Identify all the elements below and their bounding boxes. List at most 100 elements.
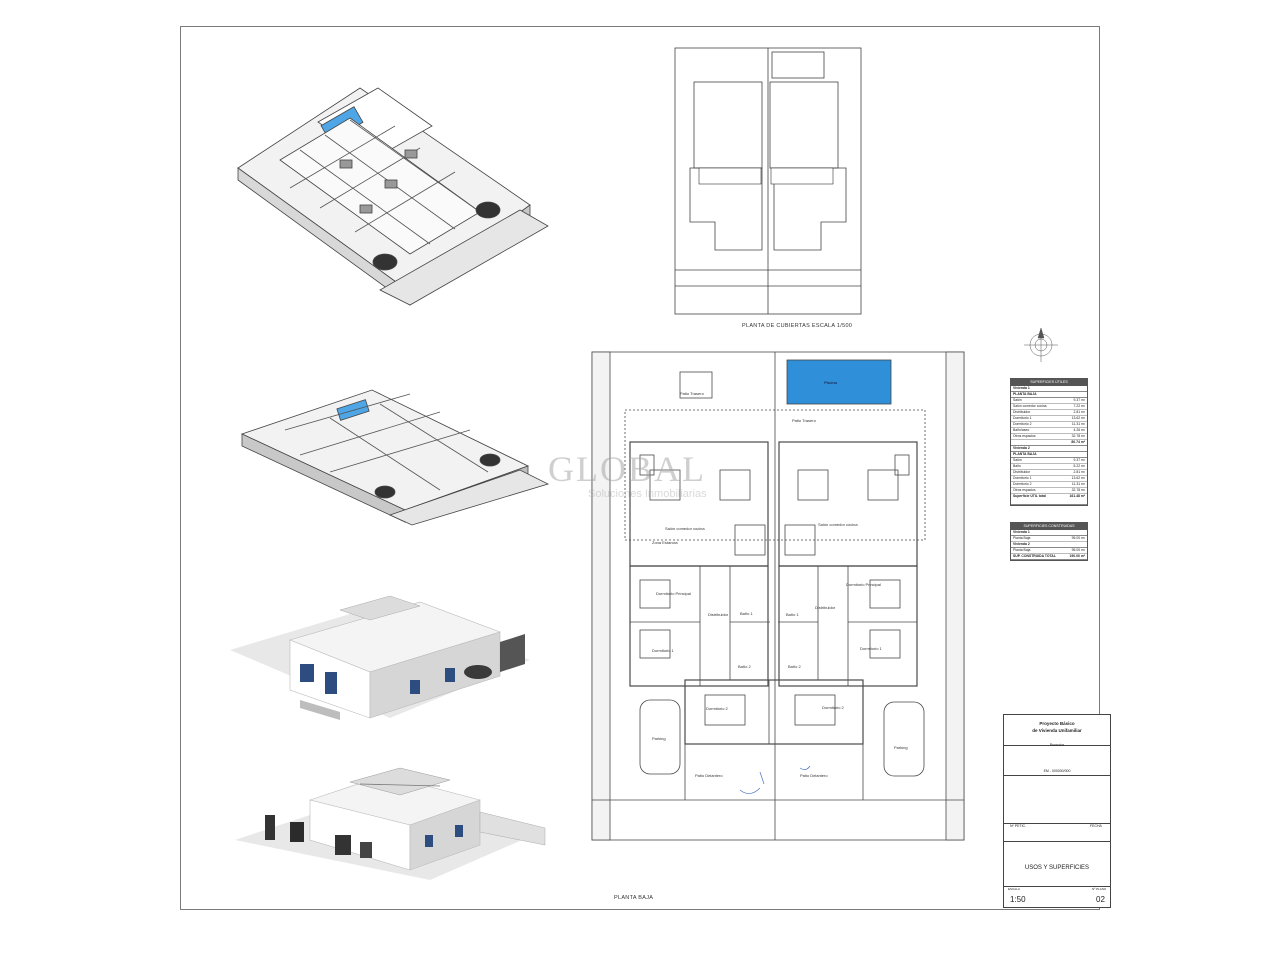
date-label: FECHA (1090, 824, 1102, 828)
room-label: Baño 2 (788, 664, 801, 669)
table-row: PLANTA BAJA (1011, 392, 1087, 398)
area-value: 32.78 m² (1071, 488, 1085, 492)
room-label: Baño 1 (740, 611, 753, 616)
area-value: 2.81 m² (1073, 410, 1086, 414)
room-label: Dormitorio 2 (822, 705, 844, 710)
room-label: Salón comedor cocina (665, 526, 705, 531)
room-label: Distribuidor (815, 605, 836, 610)
room-label: Salón comedor cocina (818, 522, 858, 527)
roof-plan-caption: PLANTA DE CUBIERTAS ESCALA 1/500 (742, 323, 853, 329)
area-value: 4.26 m² (1073, 428, 1086, 432)
area-value: 9.37 m² (1073, 398, 1086, 402)
area-value: 13.62 m² (1071, 476, 1085, 480)
room-label: Patio Delantero (695, 773, 723, 778)
room-label: Piscina (824, 380, 837, 385)
promotor-label: Promotor (1049, 743, 1065, 747)
room-label: Patio Trasero (792, 418, 816, 423)
table-row: Vivienda 2 (1011, 542, 1087, 548)
roof-plan (674, 47, 862, 315)
sheet-number-label: Nº PETIC. (1010, 824, 1027, 828)
area-name: Dormitorio 1 (1013, 416, 1032, 420)
table-row: 80.74 m² (1011, 440, 1087, 446)
room-label: Parking (652, 736, 666, 741)
room-label: Zona Estancia (652, 540, 678, 545)
area-name: Dormitorio 2 (1013, 482, 1032, 486)
table-row: Salón comedor cocina 7.22 m² (1011, 404, 1087, 410)
area-value: 11.31 m² (1071, 422, 1085, 426)
sheet-num-label: Nº PLANO (1092, 887, 1107, 891)
area-name: Dormitorio 2 (1013, 422, 1032, 426)
table-title: SUPERFICIES ÚTILES (1011, 379, 1087, 386)
isometric-floorplan-top (237, 87, 549, 306)
table-row: Distribuidor 2.81 m² (1011, 410, 1087, 416)
north-arrow (1024, 327, 1058, 362)
room-label: Distribuidor (708, 612, 729, 617)
room-label: Baño 1 (786, 612, 799, 617)
annotation-marks (739, 765, 811, 794)
table-title: SUPERFICIES CONSTRUIDAS (1011, 523, 1087, 530)
area-name: Distribuidor (1013, 470, 1031, 474)
ground-floor-plan (591, 351, 965, 841)
table-row: Dormitorio 2 11.31 m² (1011, 482, 1087, 488)
table-row: Salón 9.37 m² (1011, 398, 1087, 404)
area-value: 32.78 m² (1071, 434, 1085, 438)
room-label: Patio Trasero (680, 391, 704, 396)
render-house-rear (235, 767, 546, 880)
table-row: Otros espacios 32.78 m² (1011, 434, 1087, 440)
watermark-subtitle: Soluciones Inmobiliarias (588, 488, 707, 500)
isometric-floorplan-middle (240, 389, 550, 526)
reference: EM - 000000/000 (1043, 769, 1071, 773)
room-label: Dormitorio 2 (706, 706, 728, 711)
area-value: 9.37 m² (1073, 458, 1086, 462)
room-label: Dormitorio 1 (652, 648, 674, 653)
useful-areas-table: SUPERFICIES ÚTILES Vivienda 1 PLANTA BAJ… (1010, 378, 1088, 506)
project-subtitle: de Vivienda Unifamiliar (1032, 728, 1082, 733)
roof-solar-strip (698, 167, 834, 185)
area-value: 13.62 m² (1071, 416, 1085, 420)
room-label: Dormitorio Principal (846, 582, 881, 587)
table-row: Dormitorio 1 13.62 m² (1011, 476, 1087, 482)
area-name: Baño (1013, 464, 1021, 468)
sheet-title: USOS Y SUPERFICIES (1024, 865, 1090, 871)
table-row: Baño 5.22 m² (1011, 464, 1087, 470)
table-row: Dormitorio 2 11.31 m² (1011, 422, 1087, 428)
table-row: PLANTA BAJA (1011, 452, 1087, 458)
room-label: Dormitorio 1 (860, 646, 882, 651)
area-name: Salón (1013, 458, 1022, 462)
area-value: 11.31 m² (1071, 482, 1085, 486)
area-value: 5.22 m² (1073, 464, 1086, 468)
area-name: Distribuidor (1013, 410, 1031, 414)
watermark: GLOBAL (548, 449, 706, 489)
table-row: Dormitorio 1 13.62 m² (1011, 416, 1087, 422)
ground-floor-caption: PLANTA BAJA (614, 895, 654, 901)
render-house-front (230, 595, 530, 720)
area-name: Salón (1013, 398, 1022, 402)
room-label: Baño 2 (738, 664, 751, 669)
scale-label: ESCALA (1008, 887, 1020, 891)
area-name: Dormitorio 1 (1013, 476, 1032, 480)
table-row: Vivienda 1 (1011, 530, 1087, 536)
table-row: Salón 9.37 m² (1011, 458, 1087, 464)
room-label: Parking (894, 745, 908, 750)
table-row: Distribuidor 2.81 m² (1011, 470, 1087, 476)
table-row: Vivienda 1 (1011, 386, 1087, 392)
title-block: Proyecto Básico de Vivienda Unifamiliar … (1003, 714, 1111, 908)
area-name: Salón comedor cocina (1013, 404, 1047, 408)
table-row: Vivienda 2 (1011, 446, 1087, 452)
area-value: 2.81 m² (1073, 470, 1086, 474)
project-title: Proyecto Básico (1039, 721, 1075, 726)
area-value: 7.22 m² (1073, 404, 1086, 408)
room-label: Patio Delantero (800, 773, 828, 778)
sheet-num-value: 02 (1096, 895, 1105, 904)
area-name: Otros espacios (1013, 434, 1036, 438)
room-label: Dormitorio Principal (656, 591, 691, 596)
built-areas-table: SUPERFICIES CONSTRUIDAS Vivienda 1 Plant… (1010, 522, 1088, 561)
scale-value: 1:50 (1010, 895, 1026, 904)
